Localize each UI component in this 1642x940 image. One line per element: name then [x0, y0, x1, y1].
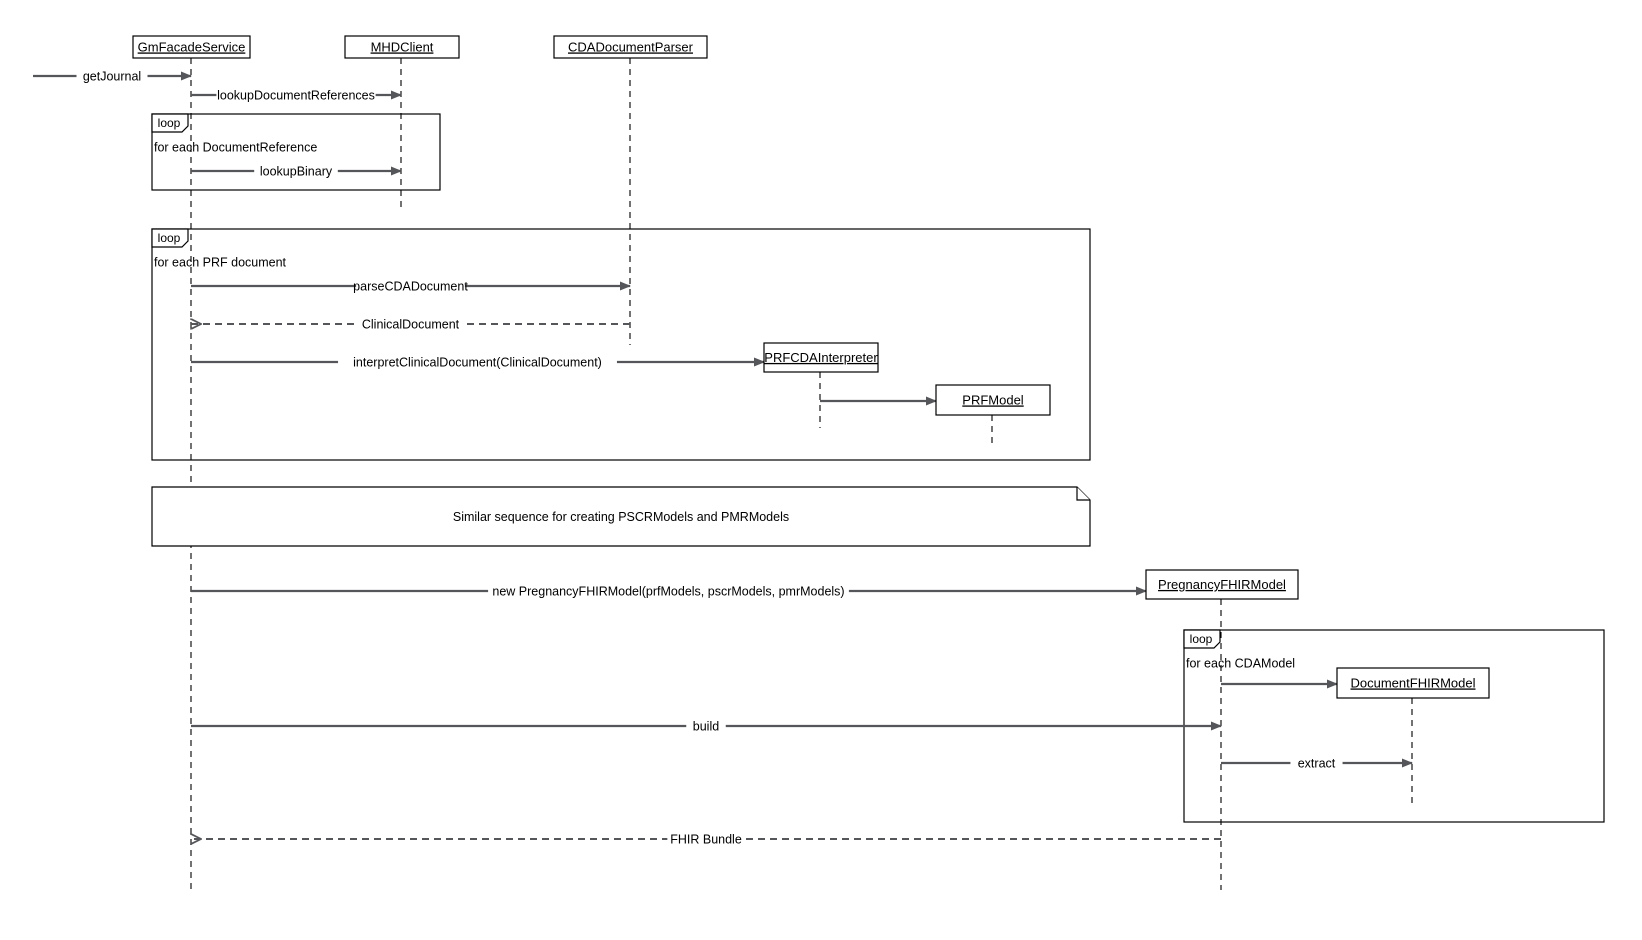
participant-name: CDADocumentParser	[568, 39, 694, 54]
note-fold-corner-icon	[1076, 487, 1090, 501]
message-label-backdrop	[1290, 755, 1343, 771]
note-text: Similar sequence for creating PSCRModels…	[453, 510, 789, 524]
fragment-guard-label: for each PRF document	[154, 255, 287, 269]
fragment-guard-label: for each CDAModel	[1186, 656, 1295, 670]
participant-mhdclient[interactable]: MHDClient	[344, 35, 460, 59]
participant-name: DocumentFHIRModel	[1351, 675, 1476, 690]
notes-layer: Similar sequence for creating PSCRModels…	[151, 486, 1091, 547]
message-m8[interactable]: new PregnancyFHIRModel(prfModels, pscrMo…	[191, 583, 1147, 599]
message-m12[interactable]: FHIR Bundle	[191, 831, 1221, 847]
message-label: extract	[1298, 756, 1336, 770]
participant-cdaparser[interactable]: CDADocumentParser	[553, 35, 708, 59]
participant-box	[763, 342, 879, 373]
participant-box	[132, 35, 251, 59]
message-m4[interactable]: parseCDADocument	[191, 278, 631, 294]
participant-box	[935, 384, 1051, 416]
participant-gmfacade[interactable]: GmFacadeService	[132, 35, 251, 59]
message-label-backdrop	[667, 831, 745, 847]
message-m1[interactable]: getJournal	[33, 68, 192, 84]
message-label-backdrop	[76, 68, 148, 84]
message-m6[interactable]: interpretClinicalDocument(ClinicalDocume…	[191, 354, 765, 370]
fragment-guard-label: for each DocumentReference	[154, 140, 317, 154]
participant-docfhir[interactable]: DocumentFHIRModel	[1336, 667, 1490, 699]
message-label-backdrop	[216, 87, 376, 103]
message-label: lookupBinary	[260, 164, 333, 178]
note-n1: Similar sequence for creating PSCRModels…	[151, 486, 1091, 547]
message-m11[interactable]: extract	[1221, 755, 1413, 771]
fragment-operator-tag	[151, 113, 189, 133]
message-m2[interactable]: lookupDocumentReferences	[191, 87, 402, 103]
participant-box	[1145, 569, 1299, 600]
message-label: build	[693, 719, 719, 733]
participant-box	[553, 35, 708, 59]
participant-prfmodel[interactable]: PRFModel	[935, 384, 1051, 416]
note-body	[151, 486, 1091, 547]
message-label-backdrop	[254, 163, 338, 179]
participant-box	[1336, 667, 1490, 699]
message-label-backdrop	[356, 278, 465, 294]
message-label-backdrop	[338, 354, 617, 370]
lifelines-layer	[190, 58, 1413, 890]
message-label: lookupDocumentReferences	[217, 88, 375, 102]
participant-name: PregnancyFHIRModel	[1158, 577, 1286, 592]
fragment-loop-f1[interactable]: loop for each DocumentReference	[151, 113, 441, 191]
message-label: getJournal	[83, 69, 141, 83]
message-label: parseCDADocument	[353, 279, 468, 293]
fragment-operator-tag	[151, 228, 189, 248]
fragments-layer: loop for each DocumentReference loop for ea…	[151, 113, 1605, 823]
message-label-backdrop	[488, 583, 849, 599]
message-m5[interactable]: ClinicalDocument	[191, 316, 630, 332]
message-label: FHIR Bundle	[670, 832, 742, 846]
message-label-backdrop	[686, 718, 726, 734]
message-m10[interactable]: build	[191, 718, 1222, 734]
participant-name: PRFModel	[962, 392, 1024, 407]
fragment-border	[151, 113, 441, 191]
participant-name: PRFCDAInterpreter	[764, 350, 878, 365]
fragment-loop-f2[interactable]: loop for each PRF document	[151, 228, 1091, 461]
message-label-backdrop	[356, 316, 465, 332]
participant-box	[344, 35, 460, 59]
message-label: ClinicalDocument	[362, 317, 460, 331]
fragment-operator-label: loop	[158, 116, 181, 130]
fragment-operator-tag	[1183, 629, 1221, 649]
fragment-operator-label: loop	[158, 231, 181, 245]
participants-layer: GmFacadeService MHDClient CDADocumentParse…	[132, 35, 1490, 699]
fragment-border	[151, 228, 1091, 461]
participant-name: MHDClient	[371, 39, 434, 54]
messages-layer: getJournal lookupDocumentReferences lookup…	[33, 68, 1413, 847]
message-label: interpretClinicalDocument(ClinicalDocume…	[353, 355, 602, 369]
participant-prfinterp[interactable]: PRFCDAInterpreter	[763, 342, 879, 373]
message-m3[interactable]: lookupBinary	[191, 163, 402, 179]
participant-pregfhir[interactable]: PregnancyFHIRModel	[1145, 569, 1299, 600]
fragment-operator-label: loop	[1190, 632, 1213, 646]
participant-name: GmFacadeService	[138, 39, 246, 54]
message-label: new PregnancyFHIRModel(prfModels, pscrMo…	[492, 584, 844, 598]
fragment-loop-f3[interactable]: loop for each CDAModel	[1183, 629, 1605, 823]
